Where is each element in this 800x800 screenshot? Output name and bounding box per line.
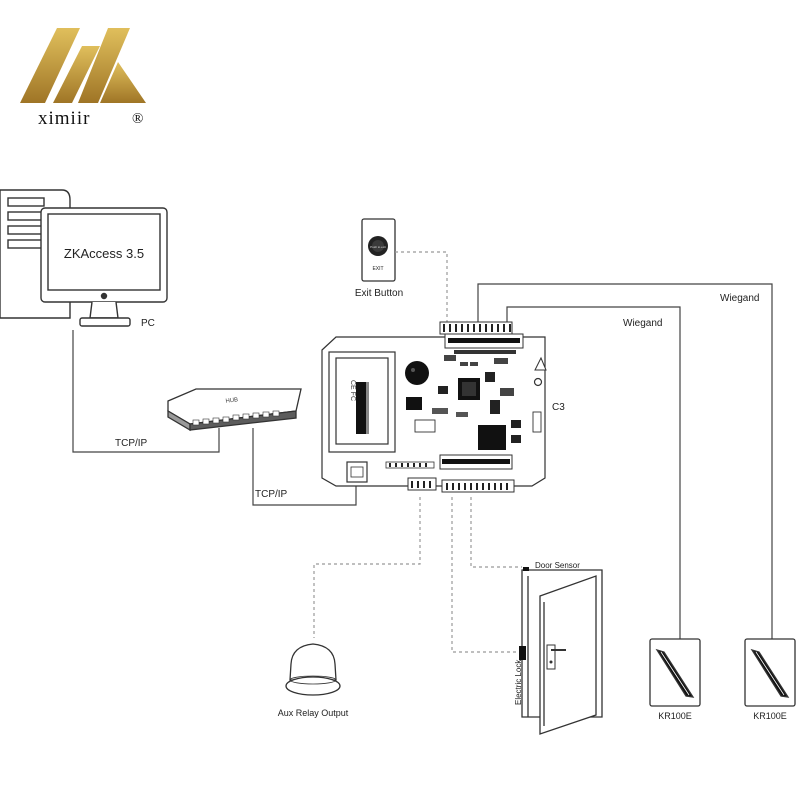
exit-button-wire	[395, 251, 448, 322]
electric-lock	[519, 646, 526, 660]
door-sensor	[523, 567, 529, 571]
card-reader-1	[649, 638, 701, 707]
network-switch	[167, 388, 302, 432]
svg-text:CE FC: CE FC	[349, 380, 356, 401]
signal-wires	[313, 251, 525, 653]
switch-brand-text: HUB	[225, 397, 238, 404]
door	[519, 567, 603, 735]
aux-relay-device	[285, 643, 341, 696]
door-sensor-label: Door Sensor	[535, 561, 580, 570]
pc-label: PC	[141, 318, 155, 329]
exit-button-device	[361, 218, 396, 282]
pc-screen	[47, 213, 161, 291]
aux-relay-wire	[313, 497, 421, 638]
sensor-wire	[470, 497, 522, 568]
pc-screen-text: ZKAccess 3.5	[64, 246, 144, 261]
brand-registered-mark: ®	[132, 111, 143, 127]
wiegand-cables	[477, 283, 773, 639]
electric-lock-label: Electric Lock	[514, 659, 523, 705]
lock-wire	[451, 497, 525, 653]
controller-label: C3	[552, 402, 565, 413]
card-reader-1-label: KR100E	[658, 711, 692, 721]
card-reader-2	[744, 638, 796, 707]
buzzer	[405, 361, 429, 385]
aux-relay-label: Aux Relay Output	[278, 708, 349, 718]
wiegand-label-2: Wiegand	[623, 318, 662, 329]
tcpip-right-label: TCP/IP	[255, 489, 288, 500]
door-leaf	[539, 575, 597, 735]
brand-name: ximiir	[38, 108, 90, 129]
pc	[0, 189, 168, 327]
tcpip-cables	[72, 330, 357, 506]
exit-plate-text: EXIT	[372, 266, 383, 272]
door-handle	[546, 644, 556, 670]
tcpip-left-label: TCP/IP	[115, 438, 148, 449]
card-reader-2-label: KR100E	[753, 711, 787, 721]
wiegand-label-1: Wiegand	[720, 293, 759, 304]
exit-button-face-text: Push to exit	[370, 245, 386, 249]
exit-button-label: Exit Button	[355, 288, 403, 299]
c3-controller: CE FC	[321, 321, 547, 493]
brand-logo: ximiir ®	[20, 28, 146, 129]
